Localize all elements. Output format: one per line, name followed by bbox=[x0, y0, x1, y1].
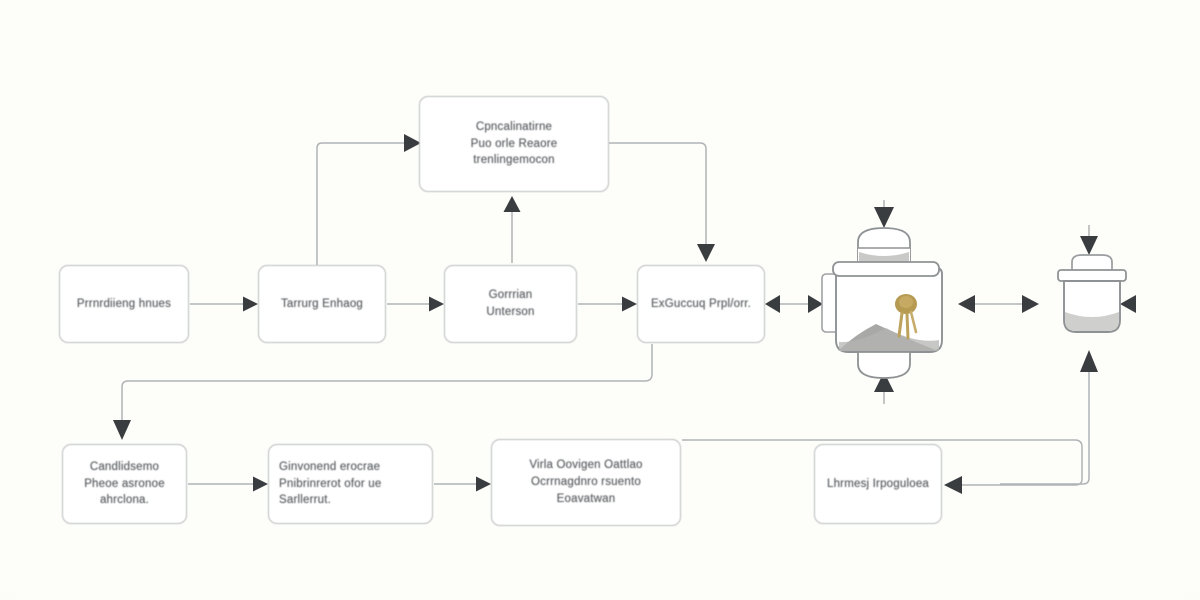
connector-small-machine-top bbox=[1080, 225, 1098, 255]
node-feedback-process-line-1: Ginvonend erocrae bbox=[279, 460, 381, 473]
node-calibration[interactable]: Cpncalinatirne Puo orle Reaore trenlinge… bbox=[419, 96, 609, 192]
connector-fourth-to-machine bbox=[765, 295, 823, 313]
node-feedback-process[interactable]: Ginvonend erocrae Pnibrinrerot ofor ue S… bbox=[268, 444, 433, 524]
mixer-vessel-small bbox=[1057, 254, 1127, 333]
node-feedback-process-line-2: Pnibrinrerot ofor ue bbox=[279, 477, 382, 490]
connector-bm1-to-bm2 bbox=[434, 476, 491, 492]
node-feedback-process-line-3: Sarllerrut. bbox=[279, 494, 332, 507]
node-calibration-line-1: Cpncalinatirne bbox=[475, 120, 553, 133]
connector-fourth-feedback-loop bbox=[113, 344, 653, 440]
node-operation-stage-line-2: Unterson bbox=[486, 306, 535, 318]
node-calibration-line-2: Puo orle Reaore trenlingemocon bbox=[470, 137, 558, 167]
node-input-stage-line-1: Prrnrdiieng hnues bbox=[76, 297, 172, 310]
connector-second-up-to-top bbox=[316, 134, 421, 265]
connector-machine-top-inlet bbox=[874, 200, 894, 228]
connector-second-to-third bbox=[387, 296, 444, 312]
node-transfer-stage-line-1: Tarrurg Enhaog bbox=[280, 297, 364, 310]
node-report-output-line-1: Lhrmesj Irpoguloea bbox=[826, 477, 930, 490]
node-transfer-stage[interactable]: Tarrurg Enhaog bbox=[258, 265, 386, 343]
gold-grain-icon bbox=[895, 294, 918, 340]
node-processing-stage[interactable]: ExGuccuq Prpl/orr. bbox=[637, 265, 765, 343]
connector-in-to-second bbox=[190, 296, 258, 312]
connector-third-to-fourth bbox=[578, 296, 637, 312]
node-feedback-output-line-1: Virla Oovigen Oattlao bbox=[529, 459, 643, 472]
node-processing-stage-line-1: ExGuccuq Prpl/orr. bbox=[650, 297, 752, 310]
connector-bl-to-bm1 bbox=[188, 476, 268, 492]
node-operation-stage[interactable]: Gorrrian Unterson bbox=[444, 265, 577, 343]
node-feedback-output-line-2: Ocrrnagdnro rsuento Eoavatwan bbox=[531, 476, 641, 505]
connector-machine-bottom-outlet bbox=[874, 372, 894, 404]
connector-report-up-to-small-machine bbox=[1000, 350, 1098, 485]
mixer-vessel-large bbox=[821, 227, 943, 379]
node-operation-stage-line-1: Gorrrian bbox=[488, 289, 533, 302]
node-input-stage[interactable]: Prrnrdiieng hnues bbox=[59, 265, 189, 343]
node-feedback-candidate-line-3: ahrclona. bbox=[99, 494, 150, 507]
node-feedback-candidate-line-1: Candlidsemo bbox=[89, 460, 160, 473]
node-report-output[interactable]: Lhrmesj Irpoguloea bbox=[814, 444, 942, 524]
connector-machine-to-machine bbox=[958, 295, 1039, 313]
connector-third-up-to-top bbox=[503, 196, 521, 263]
connector-top-to-fourth bbox=[609, 142, 715, 262]
node-feedback-candidate[interactable]: Candlidsemo Pheoe asronoe ahrclona. bbox=[62, 444, 187, 524]
node-feedback-candidate-line-2: Pheoe asronoe bbox=[84, 477, 165, 490]
node-feedback-output[interactable]: Virla Oovigen Oattlao Ocrrnagdnro rsuent… bbox=[491, 439, 681, 526]
connector-machine-right-inlet bbox=[1120, 295, 1136, 313]
